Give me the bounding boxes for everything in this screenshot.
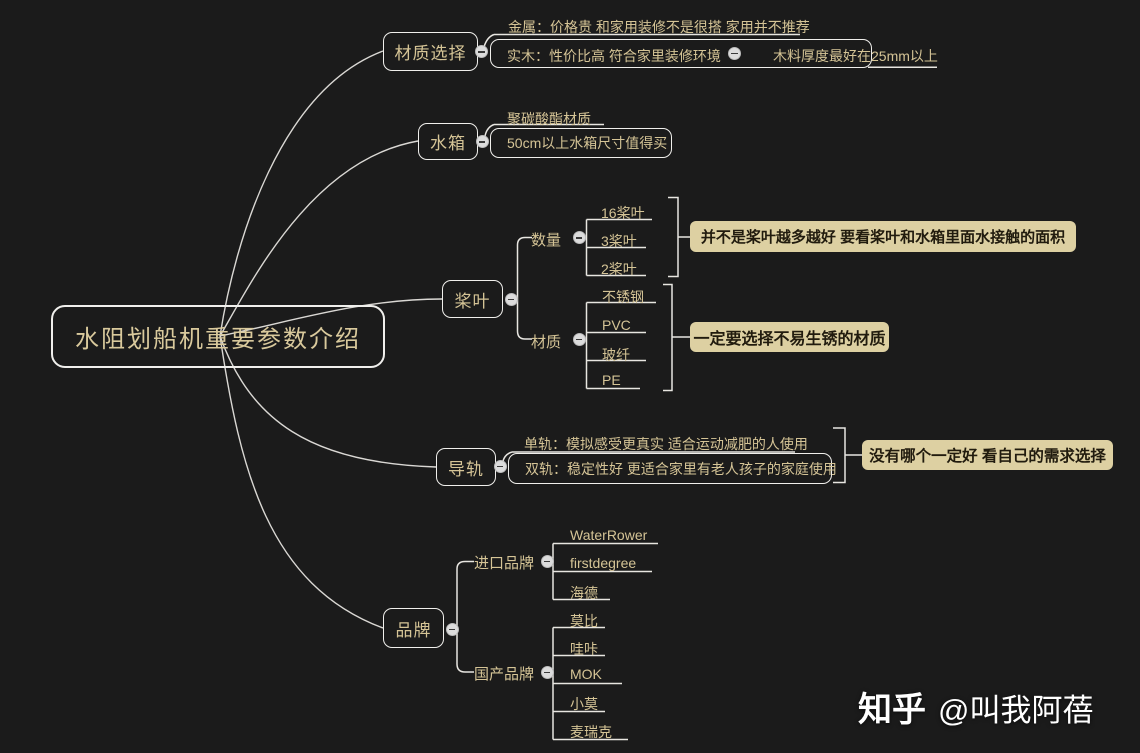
topic-single-rail: 单轨：模拟感受更真实 适合运动减肥的人使用	[524, 436, 808, 452]
collapse-icon[interactable]	[572, 332, 586, 346]
topic-tank-material: 聚碳酸酯材质	[507, 111, 591, 127]
topic-waka: 哇咔	[570, 641, 598, 657]
topic-16-blades: 16桨叶	[601, 205, 645, 221]
watermark-author: @叫我阿蓓	[938, 693, 1094, 728]
topic-mok: MOK	[570, 666, 602, 682]
topic-metal: 金属：价格贵 和家用装修不是很搭 家用并不推荐	[508, 19, 810, 35]
topic-merach: 麦瑞克	[570, 724, 612, 740]
collapse-icon[interactable]	[728, 46, 741, 60]
topic-mobi: 莫比	[570, 613, 598, 629]
topic-double-rail: 双轨：稳定性好 更适合家里有老人孩子的家庭使用	[508, 453, 837, 484]
branch-material-choice: 材质选择	[383, 32, 478, 71]
topic-2-blades: 2桨叶	[601, 261, 637, 277]
collapse-icon[interactable]	[475, 45, 488, 58]
topic-waterrower: WaterRower	[570, 527, 648, 543]
topic-xiaomo: 小莫	[570, 696, 598, 712]
watermark: 知乎 @叫我阿蓓	[858, 682, 1093, 731]
topic-fiberglass: 玻纤	[602, 347, 630, 363]
topic-pvc: PVC	[602, 317, 631, 333]
branch-rail: 导轨	[436, 448, 496, 486]
branch-water-tank: 水箱	[418, 123, 478, 160]
topic-haide: 海德	[570, 585, 598, 601]
branch-paddle: 桨叶	[442, 280, 503, 318]
collapse-icon[interactable]	[540, 665, 554, 679]
topic-3-blades: 3桨叶	[601, 233, 637, 249]
stub-tank-material	[484, 123, 495, 137]
collapse-icon[interactable]	[445, 622, 459, 636]
topic-pe: PE	[602, 372, 621, 388]
curve-root-to-paddle	[219, 298, 443, 337]
topic-stainless: 不锈钢	[602, 289, 644, 305]
topic-paddle-material: 材质	[531, 334, 562, 351]
topic-wood-note: 木料厚度最好在25mm以上	[773, 48, 938, 64]
topic-tank-size: 50cm以上水箱尺寸值得买	[490, 128, 672, 158]
curve-root-to-material-choice	[219, 50, 384, 337]
collapse-icon[interactable]	[493, 459, 507, 473]
collapse-icon[interactable]	[504, 292, 518, 306]
topic-firstdegree: firstdegree	[570, 555, 637, 571]
topic-domestic-brands: 国产品牌	[474, 666, 535, 683]
summary-paddle-material: 一定要选择不易生锈的材质	[690, 322, 889, 352]
elbow-brand	[456, 560, 474, 673]
branch-brand: 品牌	[383, 608, 444, 648]
elbow-paddle	[516, 236, 532, 340]
root-topic: 水阻划船机重要参数介绍	[51, 305, 385, 368]
zhihu-logo-text: 知乎	[858, 691, 926, 729]
collapse-icon[interactable]	[572, 231, 586, 244]
summary-quantity: 并不是桨叶越多越好 要看桨叶和水箱里面水接触的面积	[690, 221, 1076, 252]
topic-imported-brands: 进口品牌	[474, 555, 535, 572]
summary-bracket-quantity	[668, 196, 679, 278]
topic-quantity: 数量	[531, 232, 562, 249]
collapse-icon[interactable]	[475, 135, 489, 148]
topic-wood-box	[490, 39, 872, 68]
summary-bracket-paddle-material	[663, 283, 673, 392]
topic-wood: 实木：性价比高 符合家里装修环境	[507, 48, 721, 64]
curve-root-to-water-tank	[219, 140, 419, 337]
summary-rail: 没有哪个一定好 看自己的需求选择	[862, 440, 1113, 470]
collapse-icon[interactable]	[540, 554, 554, 568]
curve-root-to-brand	[219, 335, 384, 629]
